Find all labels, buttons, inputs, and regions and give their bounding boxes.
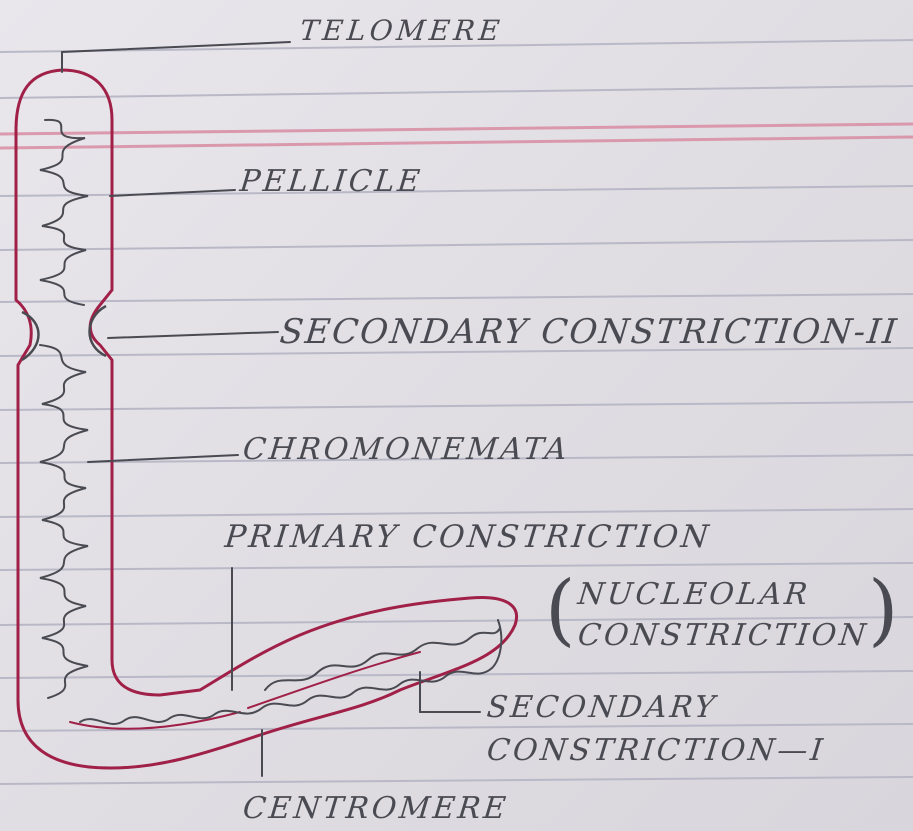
label-nucleolar-line2: CONSTRICTION: [576, 618, 871, 653]
label-nucleolar-line1: NUCLEOLAR: [576, 577, 812, 612]
label-pellicle: PELLICLE: [238, 164, 425, 199]
secondary-constriction-2-notch: [21, 304, 107, 362]
label-primary-constriction: PRIMARY CONSTRICTION: [223, 519, 714, 555]
label-telomere: TELOMERE: [298, 14, 506, 47]
margin-lines: [0, 122, 913, 150]
label-chromonemata: CHROMONEMATA: [241, 432, 572, 467]
right-parenthesis: ): [868, 565, 899, 655]
chromonemata-coils: [39, 118, 503, 725]
label-secondary-constriction-2: SECONDARY CONSTRICTION-II: [277, 312, 901, 352]
label-secondary-constriction-1-line2: CONSTRICTION—I: [485, 733, 828, 768]
left-parenthesis: (: [545, 565, 576, 655]
leader-lines: [61, 41, 481, 777]
ruled-lines: [0, 39, 913, 785]
chromosome-outline: [14, 68, 518, 770]
label-secondary-constriction-1-line1: SECONDARY: [485, 690, 720, 725]
label-centromere: CENTROMERE: [241, 791, 511, 826]
